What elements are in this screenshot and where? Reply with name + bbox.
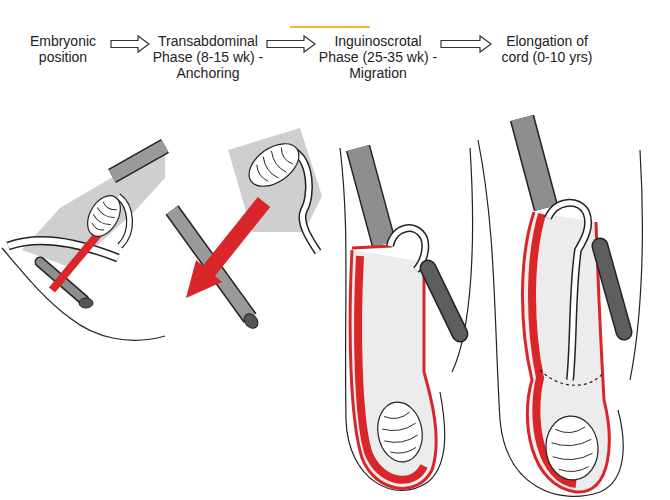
stage-text: Embryonic position xyxy=(18,33,108,65)
stage-text: Transabdominal Phase (8-15 wk) - Anchori… xyxy=(152,33,264,81)
cord-outline xyxy=(358,148,384,244)
stage-label: Elongation of cord (0-10 yrs) xyxy=(494,33,600,65)
vas-outline xyxy=(390,228,425,270)
duct-rod xyxy=(600,246,624,332)
hollow-arrow xyxy=(111,36,149,52)
vas-outline xyxy=(548,203,588,380)
vas xyxy=(390,228,425,270)
body-contour xyxy=(340,148,445,490)
rod-end xyxy=(241,311,260,331)
gubernaculum xyxy=(52,232,100,290)
cord-outline xyxy=(522,118,546,208)
stage-text: Elongation of cord (0-10 yrs) xyxy=(494,33,600,65)
vessel-band xyxy=(112,146,165,176)
accent-line xyxy=(290,26,370,28)
duct-outline xyxy=(8,240,118,258)
cord xyxy=(522,118,546,208)
cord xyxy=(358,148,384,244)
testis xyxy=(81,190,127,242)
gubernaculum-head xyxy=(186,260,222,298)
rod-end xyxy=(79,298,93,308)
vas xyxy=(548,203,588,380)
stage-text: Inguinoscrotal Phase (25-35 wk) - Migrat… xyxy=(318,33,438,81)
body-contour xyxy=(2,248,165,340)
cord-lining xyxy=(352,246,392,248)
testis xyxy=(241,135,306,195)
gubernaculum xyxy=(208,202,264,272)
transabdominal-panel xyxy=(172,128,322,331)
elongation-panel xyxy=(478,118,642,496)
testis xyxy=(543,414,600,482)
duct-rod-outline xyxy=(600,246,624,332)
inguinoscrotal-panel xyxy=(340,148,473,490)
body-wall xyxy=(630,150,642,380)
duct-rod xyxy=(428,268,460,334)
stage-label: Transabdominal Phase (8-15 wk) - Anchori… xyxy=(152,33,264,81)
duct xyxy=(8,240,118,258)
processus-vaginalis xyxy=(350,250,436,488)
stage-label: Embryonic position xyxy=(18,33,108,65)
vessel-outline xyxy=(112,146,165,176)
hollow-arrow xyxy=(267,36,315,52)
embryonic-panel xyxy=(2,146,165,340)
stage-label: Inguinoscrotal Phase (25-35 wk) - Migrat… xyxy=(318,33,438,81)
hollow-arrow xyxy=(441,36,491,52)
duct-rod-outline xyxy=(428,268,460,334)
testis xyxy=(373,399,427,466)
